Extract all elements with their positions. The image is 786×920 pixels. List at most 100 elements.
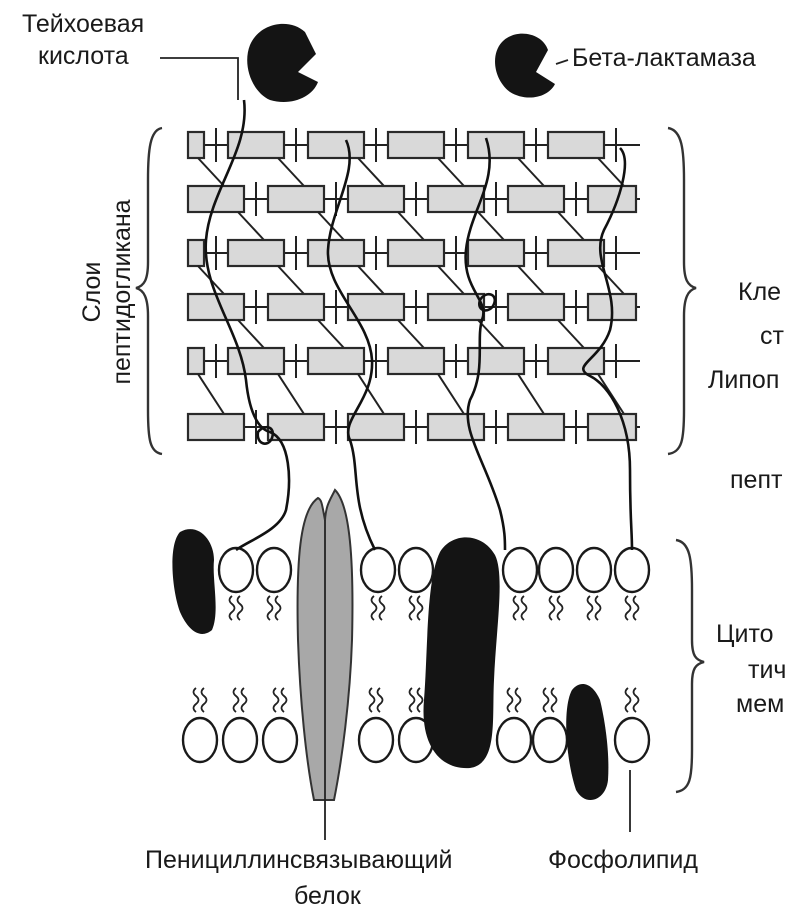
phospholipid-head <box>615 548 649 592</box>
phospholipid-tail <box>552 688 557 712</box>
teichoic-acid-label: кислота <box>38 42 129 70</box>
phospholipid-head <box>539 548 573 592</box>
phospholipid-tail <box>380 596 385 620</box>
phospholipid-tail <box>372 596 377 620</box>
phospholipid-tail <box>558 596 563 620</box>
phospholipid-head <box>533 718 567 762</box>
peptidoglycan-unit <box>388 132 444 158</box>
peptide-bridge <box>558 212 584 240</box>
phospholipid-tail <box>516 688 521 712</box>
peptidoglycan-brace <box>136 128 162 454</box>
phospholipid-label: Фосфолипид <box>548 846 698 874</box>
peptide-bridge <box>398 212 424 240</box>
cell-wall-brace <box>668 128 696 454</box>
phospholipid-tail <box>634 596 639 620</box>
peptidoglycan-unit <box>268 294 324 320</box>
cell-wall-label: Кле <box>738 278 781 306</box>
phospholipid-tail <box>550 596 555 620</box>
peptide-bridge <box>518 374 544 414</box>
phospholipid-tail <box>238 596 243 620</box>
phospholipid-tail <box>508 688 513 712</box>
peptide-bridge <box>438 374 464 414</box>
peptidoglycan-unit <box>268 186 324 212</box>
pbp-label: белок <box>294 882 362 910</box>
peptidoglycan-unit <box>428 186 484 212</box>
peptide-bridge <box>278 266 304 294</box>
peptidoglycan-unit <box>308 348 364 374</box>
cytoplasmic-membrane-label: тич <box>748 656 786 684</box>
teichoic-acid-strands <box>206 100 632 550</box>
phospholipid-tail <box>194 688 199 712</box>
phospholipid-head <box>497 718 531 762</box>
peptide-bridge <box>478 212 504 240</box>
phospholipid-head <box>399 548 433 592</box>
peptidoglycan-unit <box>468 240 524 266</box>
peptidoglycan-unit <box>428 414 484 440</box>
peptidoglycan-unit <box>348 186 404 212</box>
teichoic-acid-strand <box>206 100 289 550</box>
peptidoglycan-layers-label: Слои <box>78 262 106 323</box>
peptide-bridge <box>198 374 224 414</box>
peptidoglycan-unit <box>468 132 524 158</box>
phospholipid-tail <box>370 688 375 712</box>
phospholipid-tail <box>378 688 383 712</box>
teichoic-acid-label: Тейхоевая <box>22 10 144 38</box>
peptidoglycan-unit <box>308 240 364 266</box>
peptidoglycan-unit <box>188 348 204 374</box>
membrane-protein-right <box>566 684 608 800</box>
peptide-bridge <box>358 266 384 294</box>
phospholipid-tail <box>544 688 549 712</box>
phospholipid-head <box>503 548 537 592</box>
peptide-bridge <box>398 320 424 348</box>
peptide-bridge <box>238 212 264 240</box>
peptidoglycan-unit <box>508 294 564 320</box>
peptidoglycan-unit <box>508 186 564 212</box>
phospholipid-head <box>183 718 217 762</box>
peptide-bridge <box>438 158 464 186</box>
beta-lactamase-leader <box>556 60 568 64</box>
peptide-bridge <box>558 320 584 348</box>
peptidoglycan-unit <box>588 414 636 440</box>
peptidoglycan-unit <box>348 414 404 440</box>
phospholipid-head <box>223 718 257 762</box>
phospholipid-tail <box>242 688 247 712</box>
peptidoglycan-unit <box>548 132 604 158</box>
peptide-bridge <box>318 320 344 348</box>
phospholipid-head <box>615 718 649 762</box>
cytoplasmic-membrane-label: Цито <box>716 620 774 648</box>
phospholipid-head <box>219 548 253 592</box>
phospholipid-tail <box>626 688 631 712</box>
teichoic-acid-leader <box>160 58 238 100</box>
cell-wall-label: ст <box>760 322 785 350</box>
peptidoglycan-unit <box>188 132 204 158</box>
phospholipid-tail <box>410 596 415 620</box>
beta-lactamase-label: Бета-лактамаза <box>572 44 756 72</box>
cytoplasmic-membrane-label: мем <box>736 690 784 718</box>
phospholipid-tail <box>410 688 415 712</box>
peptidoglycan-unit <box>388 240 444 266</box>
phospholipid-head <box>257 548 291 592</box>
peptide-bridge <box>238 320 264 348</box>
peptide-bridge <box>278 158 304 186</box>
membrane-protein-left <box>172 529 215 634</box>
pbp-label: Пенициллинсвязывающий <box>145 846 453 874</box>
phospholipid-tail <box>268 596 273 620</box>
peptidoglycan-unit <box>228 348 284 374</box>
peptide-bridge <box>198 158 224 186</box>
phospholipid-tail <box>626 596 631 620</box>
phospholipid-head <box>577 548 611 592</box>
peptidoglycan-unit <box>228 240 284 266</box>
beta-lactamase-icon <box>247 24 318 102</box>
peptide-bridge <box>518 158 544 186</box>
phospholipid-head <box>359 718 393 762</box>
phospholipid-head <box>263 718 297 762</box>
peptide-bridge <box>278 374 304 414</box>
phospholipid-head <box>361 548 395 592</box>
phospholipid-tail <box>634 688 639 712</box>
lipo-label: Липоп <box>708 366 779 394</box>
peptidoglycan-unit <box>388 348 444 374</box>
phospholipid-tail <box>276 596 281 620</box>
peptidoglycan-unit <box>468 348 524 374</box>
peptide-bridge <box>438 266 464 294</box>
